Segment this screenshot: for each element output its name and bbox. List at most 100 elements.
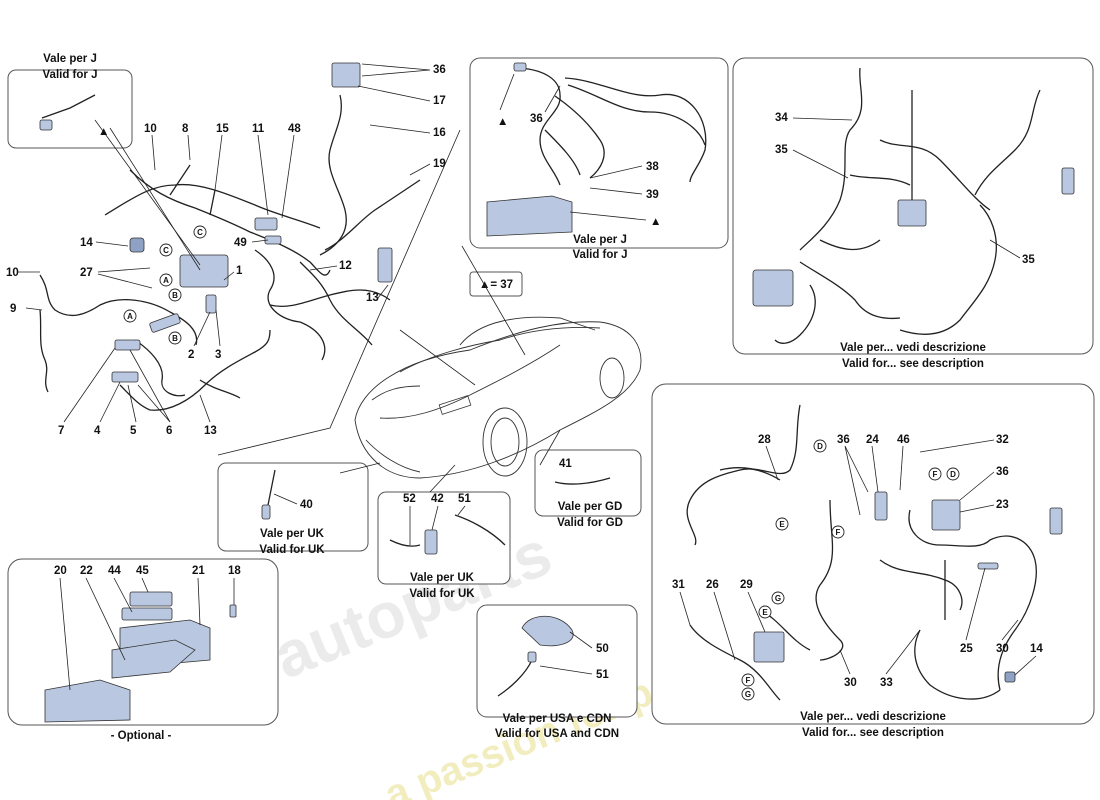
bracket-4-part [111,371,139,383]
triangle-j-inset: ▲ [98,126,109,138]
connector-36-part [331,62,361,88]
connector-11-part [254,217,278,231]
antenna-49-part [521,615,574,647]
optional-contents: 20 22 44 45 21 18 [44,565,241,723]
circle-a-1-text: A [163,276,169,285]
usb-bottom-part [1049,507,1063,535]
caption-vale-uk-1: Vale per UK [260,528,325,540]
clip-14-bottom-part [1004,671,1016,683]
circle-e-2-text: E [762,608,768,617]
circle-g-2 [741,687,755,701]
module-13-part [377,247,393,283]
label-43: 42 [431,493,444,505]
legend-triangle-37: ▲= 37 [479,279,513,291]
circle-f-2-text: F [933,470,938,479]
screw-18-part [229,604,237,618]
module-52-part [424,529,438,555]
label-17: 17 [433,95,446,107]
circle-f-1 [831,525,845,539]
circle-d-2-text: D [950,470,956,479]
circle-d-2 [946,467,960,481]
label-13-right: 13 [366,292,379,304]
circle-g-1 [771,591,785,605]
holder-a-part [149,313,181,333]
circle-f-3-text: F [746,676,751,685]
label-13-bottom: 13 [204,425,217,437]
cable-50-part [527,651,537,663]
label-39: 38 [646,161,659,173]
label-44: 44 [108,565,121,577]
module-desc-part [752,269,794,307]
label-5: 5 [130,425,137,437]
circle-e-1 [775,517,789,531]
uk-42-contents: 40 [261,469,313,520]
antenna-j-part [513,62,527,72]
label-52: 52 [403,493,416,505]
plate-44-part [121,607,173,621]
label-47: 48 [288,123,301,135]
amplifier-bottom-part [931,499,961,531]
label-15: 15 [216,123,229,135]
amplifier-part [897,199,927,227]
label-38: 36 [530,113,543,125]
caption-valid-j-2: Valid for J [573,249,628,261]
label-25: 25 [960,643,973,655]
circle-letters-top-left: C C A B A B [123,225,207,345]
inset-box-usa [476,604,638,718]
label-32: 32 [996,434,1009,446]
inset-box-uk-42 [217,462,369,552]
circle-c-1-text: C [197,228,203,237]
label-29: 29 [740,579,753,591]
bracket-22-part [111,639,196,679]
label-10-top: 10 [144,123,157,135]
circle-f-1-text: F [836,528,841,537]
label-36-bottom-2: 36 [996,466,1009,478]
label-2: 2 [188,349,194,361]
caption-valid-j-1: Valid for J [43,69,98,81]
antenna-42-part [261,504,271,520]
label-30-right: 30 [996,643,1009,655]
label-10-left: 10 [6,267,19,279]
label-21: 21 [192,565,205,577]
label-46: 46 [897,434,910,446]
inset-box-j-small [7,69,133,149]
label-35-right: 35 [1022,254,1035,266]
label-8: 8 [182,123,189,135]
caption-valid-desc-1: Valid for... see description [842,358,984,370]
caption-vale-uk-2: Vale per UK [410,572,475,584]
caption-vale-desc-2: Vale per... vedi descrizione [800,711,946,723]
triangle-j-box-2: ▲ [650,216,661,228]
caption-vale-gd: Vale per GD [558,501,623,513]
label-36-bottom: 36 [837,434,850,446]
circle-c-2-text: C [163,246,169,255]
label-42: 40 [300,499,313,511]
car-illustration [354,316,642,479]
module-29-part [753,631,785,663]
circle-d-1-text: D [817,442,823,451]
caption-vale-j-2: Vale per J [573,234,627,246]
desc-bottom-contents: 28 36 24 46 32 36 23 31 26 29 25 30 14 3… [672,404,1063,701]
label-40: 39 [646,189,659,201]
circle-c-1 [193,225,207,239]
caption-vale-usa: Vale per USA e CDN [503,713,612,725]
label-33: 33 [880,677,893,689]
circle-b-1 [168,288,182,302]
leader-lines-to-car [217,129,561,493]
clip-14-part [129,237,145,253]
usa-contents: 50 51 [497,615,609,697]
label-34: 34 [775,112,788,124]
triangle-j-box-1: ▲ [497,116,508,128]
caption-vale-desc-1: Vale per... vedi descrizione [840,342,986,354]
inset-box-uk-52 [377,491,511,585]
label-1: 1 [236,265,243,277]
cd-changer-part [44,679,131,723]
label-22: 22 [80,565,93,577]
bracket-24-part [874,491,888,521]
bracket-2-part [205,294,217,314]
caption-valid-uk-2: Valid for UK [409,588,475,600]
label-30: 30 [844,677,857,689]
label-31: 31 [672,579,685,591]
label-27: 27 [80,267,93,279]
label-26: 26 [706,579,719,591]
